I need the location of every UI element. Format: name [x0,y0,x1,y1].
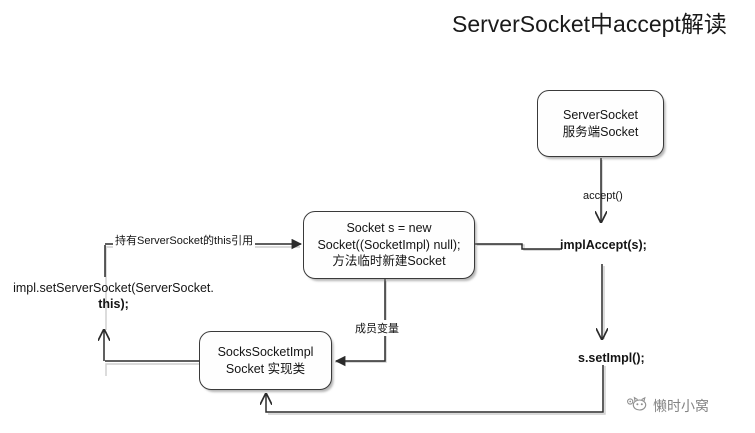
node-serversocket-line2: 服务端Socket [562,124,639,139]
watermark: 懒时小窝 [626,395,709,416]
edge-label-set-server-socket: impl.setServerSocket(ServerSocket. this)… [6,281,221,312]
node-sockssocketimpl-line1: SocksSocketImpl [217,344,314,359]
node-serversocket-line1: ServerSocket [562,107,639,122]
node-socket-line2: Socket((SocketImpl) null); [317,237,461,252]
edge-label-accept: accept() [583,190,623,202]
node-socket-line3: 方法临时新建Socket [332,254,446,269]
node-sockssocketimpl-line2: Socket 实现类 [225,361,306,376]
set-server-socket-line1: impl.setServerSocket(ServerSocket. [13,281,214,295]
edge-label-member-variable: 成员变量 [353,320,401,336]
connector-socket-to-implaccept [475,243,562,250]
edge-label-hold-this-reference: 持有ServerSocket的this引用 [113,232,256,248]
node-serversocket[interactable]: ServerSocket 服务端Socket [537,90,664,157]
page-title: ServerSocket中accept解读 [452,11,727,37]
connector-socket-to-socksimpl [334,279,386,367]
watermark-text: 懒时小窝 [653,397,709,414]
set-server-socket-line2: this); [98,296,129,311]
connector-setimpl-to-socksimpl [266,365,604,413]
node-socket[interactable]: Socket s = new Socket((SocketImpl) null)… [303,211,475,279]
edge-label-set-impl: s.setImpl(); [578,351,645,365]
edge-label-impl-accept: implAccept(s); [560,238,647,252]
node-socket-line1: Socket s = new [346,220,432,235]
cat-face-icon [626,395,648,416]
node-sockssocketimpl[interactable]: SocksSocketImpl Socket 实现类 [199,331,332,390]
